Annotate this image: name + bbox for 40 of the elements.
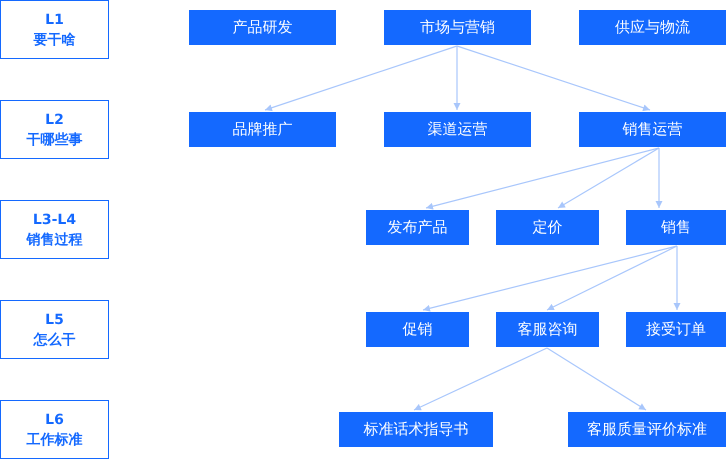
level-box xyxy=(0,300,109,359)
arrow xyxy=(422,245,678,312)
arrow xyxy=(456,45,650,112)
level-code: L6 xyxy=(45,410,64,430)
level-code: L5 xyxy=(45,310,64,330)
level-box xyxy=(0,400,109,459)
level-code: L3-L4 xyxy=(32,210,76,230)
arrow xyxy=(264,45,458,112)
level-code: L1 xyxy=(45,10,64,30)
arrow xyxy=(454,46,460,110)
process-box: 客服咨询 xyxy=(496,312,599,347)
process-box: 销售 xyxy=(626,210,726,245)
level-title: 怎么干 xyxy=(34,330,76,350)
process-box: 供应与物流 xyxy=(579,10,726,45)
arrow xyxy=(426,147,660,210)
process-box: 发布产品 xyxy=(366,210,469,245)
process-box: 品牌推广 xyxy=(189,112,336,147)
process-box: 市场与营销 xyxy=(384,10,531,45)
level-box xyxy=(0,0,109,59)
level-title: 要干啥 xyxy=(34,30,76,50)
arrow xyxy=(558,147,660,209)
process-box: 产品研发 xyxy=(189,10,336,45)
arrow xyxy=(674,246,680,310)
level-box xyxy=(0,100,109,159)
process-box: 定价 xyxy=(496,210,599,245)
level-box xyxy=(0,200,109,259)
level-title: 工作标准 xyxy=(26,430,82,450)
level-code: L2 xyxy=(45,110,64,130)
process-box: 销售运营 xyxy=(579,112,726,147)
arrow xyxy=(656,148,662,208)
level-title: 干哪些事 xyxy=(26,130,82,150)
process-box: 接受订单 xyxy=(626,312,726,347)
process-box: 渠道运营 xyxy=(384,112,531,147)
process-box: 标准话术指导书 xyxy=(339,412,493,447)
process-box: 客服质量评价标准 xyxy=(568,412,726,447)
process-box: 促销 xyxy=(366,312,469,347)
arrow xyxy=(546,348,646,410)
arrow xyxy=(414,347,548,411)
level-title: 销售过程 xyxy=(26,230,82,250)
arrow xyxy=(546,245,678,311)
